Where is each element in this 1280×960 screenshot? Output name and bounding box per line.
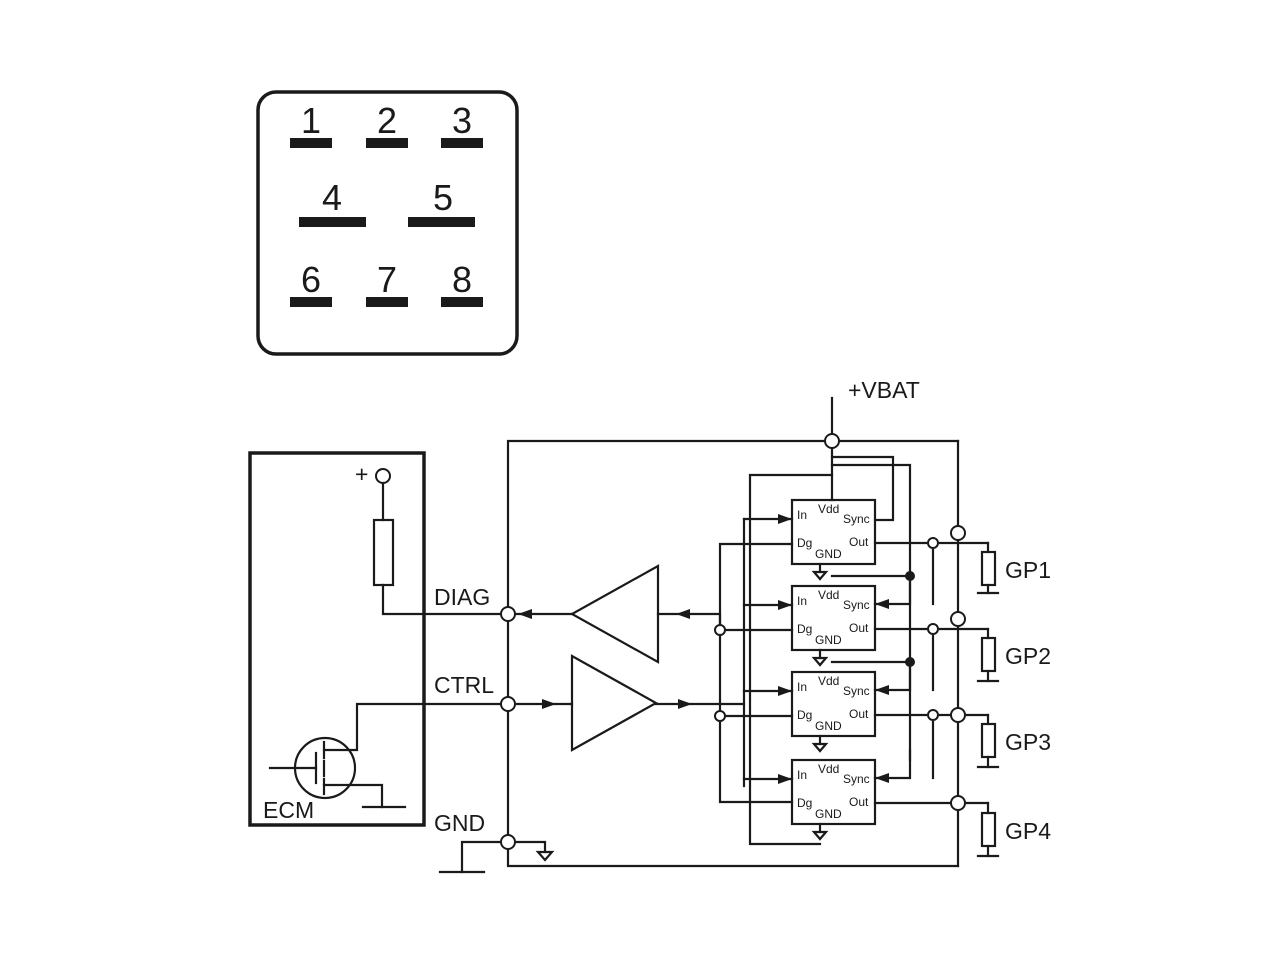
svg-text:Dg: Dg bbox=[797, 536, 812, 550]
diag-label: DIAG bbox=[434, 584, 490, 610]
ecm-block: ECM + bbox=[248, 451, 510, 827]
glow-plug-2: GP2 bbox=[976, 627, 1051, 683]
diag-node bbox=[500, 606, 516, 622]
ctrl-node bbox=[500, 696, 516, 712]
pin-number: 1 bbox=[301, 100, 321, 141]
connector-pin-8: 8 bbox=[441, 259, 483, 307]
driver-ic-2: In Vdd Sync Dg GND Out bbox=[790, 584, 877, 667]
pin-contact bbox=[299, 217, 366, 227]
vbat-label: +VBAT bbox=[848, 377, 920, 403]
svg-text:Out: Out bbox=[849, 535, 869, 549]
glow-plug-3: GP3 bbox=[976, 713, 1051, 769]
connector-pin-2: 2 bbox=[366, 100, 408, 148]
connector-housing bbox=[256, 90, 519, 356]
svg-text:Dg: Dg bbox=[797, 796, 812, 810]
pin-contact bbox=[290, 297, 332, 307]
ecm-box bbox=[248, 451, 426, 827]
junction-nodes bbox=[500, 433, 966, 850]
pin-contact bbox=[441, 297, 483, 307]
pin-number: 7 bbox=[377, 259, 397, 300]
gnd-node bbox=[500, 834, 516, 850]
pullup-resistor bbox=[372, 518, 395, 587]
connector-pin-3: 3 bbox=[441, 100, 483, 148]
driver-ic-4: In Vdd Sync Dg GND Out bbox=[790, 758, 877, 841]
diag-buffer bbox=[569, 564, 660, 664]
gnd-label: GND bbox=[434, 810, 485, 836]
ctrl-buffer bbox=[570, 654, 659, 752]
svg-text:Vdd: Vdd bbox=[818, 588, 839, 602]
pin-number: 3 bbox=[452, 100, 472, 141]
svg-text:GND: GND bbox=[815, 633, 842, 647]
svg-text:Dg: Dg bbox=[797, 622, 812, 636]
pin-contact bbox=[290, 138, 332, 148]
connector-pin-7: 7 bbox=[366, 259, 408, 307]
pin-number: 5 bbox=[433, 177, 453, 218]
gp3-label: GP3 bbox=[1005, 729, 1051, 755]
svg-text:Vdd: Vdd bbox=[818, 762, 839, 776]
driver-ic-1: In Vdd Sync Dg GND Out bbox=[790, 498, 877, 581]
gp4-label: GP4 bbox=[1005, 818, 1051, 844]
connector-pin-6: 6 bbox=[290, 259, 332, 307]
pin-contact bbox=[441, 138, 483, 148]
connector-pin-5: 5 bbox=[408, 177, 475, 227]
svg-text:Sync: Sync bbox=[843, 684, 870, 698]
svg-text:GND: GND bbox=[815, 547, 842, 561]
driver-ic-3: In Vdd Sync Dg GND Out bbox=[790, 670, 877, 753]
svg-text:GND: GND bbox=[815, 719, 842, 733]
ground-symbol bbox=[535, 850, 555, 862]
svg-text:Vdd: Vdd bbox=[818, 674, 839, 688]
ctrl-label: CTRL bbox=[434, 672, 494, 698]
pin-number: 4 bbox=[322, 177, 342, 218]
svg-text:In: In bbox=[797, 594, 807, 608]
glow-plug-4: GP4 bbox=[976, 801, 1051, 858]
pin-number: 8 bbox=[452, 259, 472, 300]
pin-number: 2 bbox=[377, 100, 397, 141]
connector-pinout: 1 2 3 4 5 6 7 8 bbox=[256, 90, 519, 356]
pin-contact bbox=[366, 297, 408, 307]
vbat-node bbox=[824, 433, 840, 449]
gp2-label: GP2 bbox=[1005, 643, 1051, 669]
ecm-label: ECM bbox=[263, 797, 314, 823]
svg-text:Dg: Dg bbox=[797, 708, 812, 722]
svg-text:Sync: Sync bbox=[843, 512, 870, 526]
svg-text:In: In bbox=[797, 768, 807, 782]
pin-contact bbox=[366, 138, 408, 148]
glow-plug-1: GP1 bbox=[976, 541, 1051, 595]
svg-text:Out: Out bbox=[849, 795, 869, 809]
svg-text:Out: Out bbox=[849, 707, 869, 721]
svg-text:Sync: Sync bbox=[843, 598, 870, 612]
svg-text:GND: GND bbox=[815, 807, 842, 821]
pin-number: 6 bbox=[301, 259, 321, 300]
supply-plus-sign: + bbox=[355, 461, 368, 487]
connector-pin-1: 1 bbox=[290, 100, 332, 148]
pin-contact bbox=[408, 217, 475, 227]
svg-text:Vdd: Vdd bbox=[818, 502, 839, 516]
svg-text:Sync: Sync bbox=[843, 772, 870, 786]
supply-terminal bbox=[375, 468, 391, 484]
svg-text:In: In bbox=[797, 508, 807, 522]
svg-text:Out: Out bbox=[849, 621, 869, 635]
wiring bbox=[438, 396, 990, 874]
connector-pin-4: 4 bbox=[299, 177, 366, 227]
svg-text:In: In bbox=[797, 680, 807, 694]
gp1-label: GP1 bbox=[1005, 557, 1051, 583]
